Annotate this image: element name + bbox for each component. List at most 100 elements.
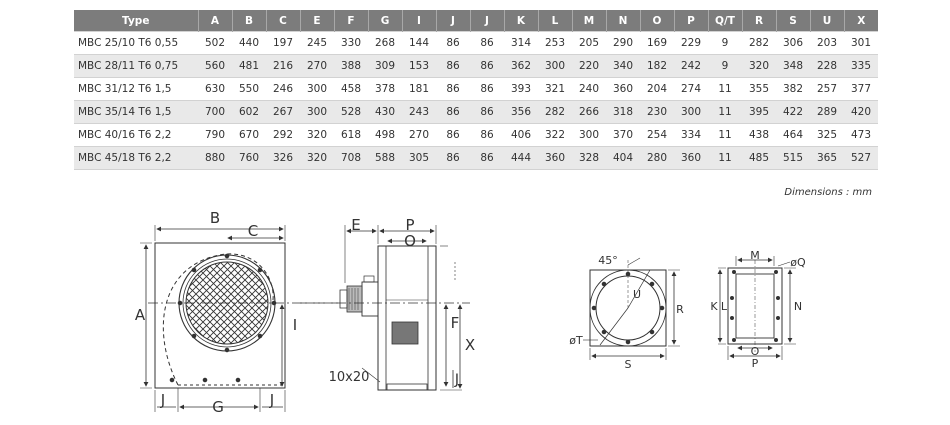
outlet-label-L: L <box>721 300 728 313</box>
dimension-cell: 382 <box>776 77 810 101</box>
front-view-drawing <box>140 225 340 412</box>
outlet-label-M: M <box>750 249 760 262</box>
dimension-cell: 473 <box>844 123 878 147</box>
front-label-C: C <box>248 222 258 240</box>
dimension-cell: 670 <box>232 123 266 147</box>
inlet-label-U: U <box>633 288 641 301</box>
dimension-cell: 86 <box>436 123 470 147</box>
dimension-cell: 243 <box>402 100 436 124</box>
dimension-cell: 181 <box>402 77 436 101</box>
dimension-cell: 86 <box>436 146 470 170</box>
outlet-label-O: O <box>751 345 760 358</box>
dimension-cell: 306 <box>776 31 810 55</box>
dimension-cell: 290 <box>606 31 640 55</box>
dimension-cell: 305 <box>402 146 436 170</box>
dimension-cell: 320 <box>300 123 334 147</box>
dimension-cell: 9 <box>708 31 742 55</box>
dimension-cell: 300 <box>300 100 334 124</box>
inlet-label-R: R <box>676 303 684 316</box>
dimension-cell: 618 <box>334 123 368 147</box>
dimension-cell: 86 <box>436 54 470 78</box>
outlet-label-N: N <box>794 300 802 313</box>
side-label-F: F <box>451 314 460 332</box>
outlet-label-P: P <box>752 357 759 370</box>
column-header: S <box>776 10 811 32</box>
side-view-drawing <box>300 225 470 391</box>
dimension-cell: 266 <box>572 100 606 124</box>
dimension-cell: 320 <box>300 146 334 170</box>
dimension-cell: 365 <box>810 146 844 170</box>
dimension-cell: 216 <box>266 54 300 78</box>
dimension-cell: 169 <box>640 31 674 55</box>
dimension-cell: 144 <box>402 31 436 55</box>
dimension-cell: 550 <box>232 77 266 101</box>
dimension-cell: 356 <box>504 100 538 124</box>
dimension-cell: 370 <box>606 123 640 147</box>
dimension-cell: 326 <box>266 146 300 170</box>
column-header: I <box>402 10 437 32</box>
dimension-cell: 197 <box>266 31 300 55</box>
dimension-cell: 360 <box>606 77 640 101</box>
dimension-cell: 300 <box>572 123 606 147</box>
dimension-cell: 301 <box>844 31 878 55</box>
dimension-cell: 182 <box>640 54 674 78</box>
dimension-cell: 406 <box>504 123 538 147</box>
dimension-cell: 314 <box>504 31 538 55</box>
dimension-cell: 348 <box>776 54 810 78</box>
dimension-cell: 440 <box>232 31 266 55</box>
front-label-A: A <box>135 306 146 324</box>
dimension-cell: 300 <box>674 100 708 124</box>
dimension-cell: 282 <box>538 100 572 124</box>
dimension-cell: 527 <box>844 146 878 170</box>
dimension-cell: 86 <box>436 31 470 55</box>
column-header: E <box>300 10 335 32</box>
outlet-flange-drawing <box>717 256 796 360</box>
dimension-cell: 153 <box>402 54 436 78</box>
dimension-cell: 377 <box>844 77 878 101</box>
dimension-cell: 86 <box>470 54 504 78</box>
column-header: O <box>640 10 675 32</box>
dimension-cell: 328 <box>572 146 606 170</box>
dimension-cell: 289 <box>810 100 844 124</box>
side-label-slot: 10x20 <box>329 370 370 385</box>
dimension-cell: 362 <box>504 54 538 78</box>
dimension-cell: 481 <box>232 54 266 78</box>
column-header: K <box>504 10 539 32</box>
dimension-cell: 515 <box>776 146 810 170</box>
dimension-cell: 393 <box>504 77 538 101</box>
dimension-cell: 880 <box>198 146 232 170</box>
dimension-cell: 502 <box>198 31 232 55</box>
column-header-type: Type <box>74 10 199 32</box>
outlet-label-Q: øQ <box>790 256 806 269</box>
dimension-cell: 320 <box>742 54 776 78</box>
dimension-cell: 355 <box>742 77 776 101</box>
dimension-cell: 422 <box>776 100 810 124</box>
column-header: C <box>266 10 301 32</box>
dimension-cell: 280 <box>640 146 674 170</box>
model-cell: MBC 25/10 T6 0,55 <box>74 31 198 55</box>
dimension-cell: 282 <box>742 31 776 55</box>
dimension-cell: 420 <box>844 100 878 124</box>
dimension-cell: 340 <box>606 54 640 78</box>
dimension-cell: 588 <box>368 146 402 170</box>
column-header: R <box>742 10 777 32</box>
dimension-cell: 458 <box>334 77 368 101</box>
dimension-cell: 325 <box>810 123 844 147</box>
column-header: X <box>844 10 878 32</box>
dimension-cell: 11 <box>708 123 742 147</box>
dimension-cell: 86 <box>470 100 504 124</box>
dimension-cell: 444 <box>504 146 538 170</box>
model-cell: MBC 35/14 T6 1,5 <box>74 100 198 124</box>
model-cell: MBC 45/18 T6 2,2 <box>74 146 198 170</box>
dimension-cell: 318 <box>606 100 640 124</box>
dimension-cell: 11 <box>708 77 742 101</box>
dimension-cell: 246 <box>266 77 300 101</box>
dimension-cell: 86 <box>470 146 504 170</box>
dimension-cell: 274 <box>674 77 708 101</box>
column-header: A <box>198 10 233 32</box>
